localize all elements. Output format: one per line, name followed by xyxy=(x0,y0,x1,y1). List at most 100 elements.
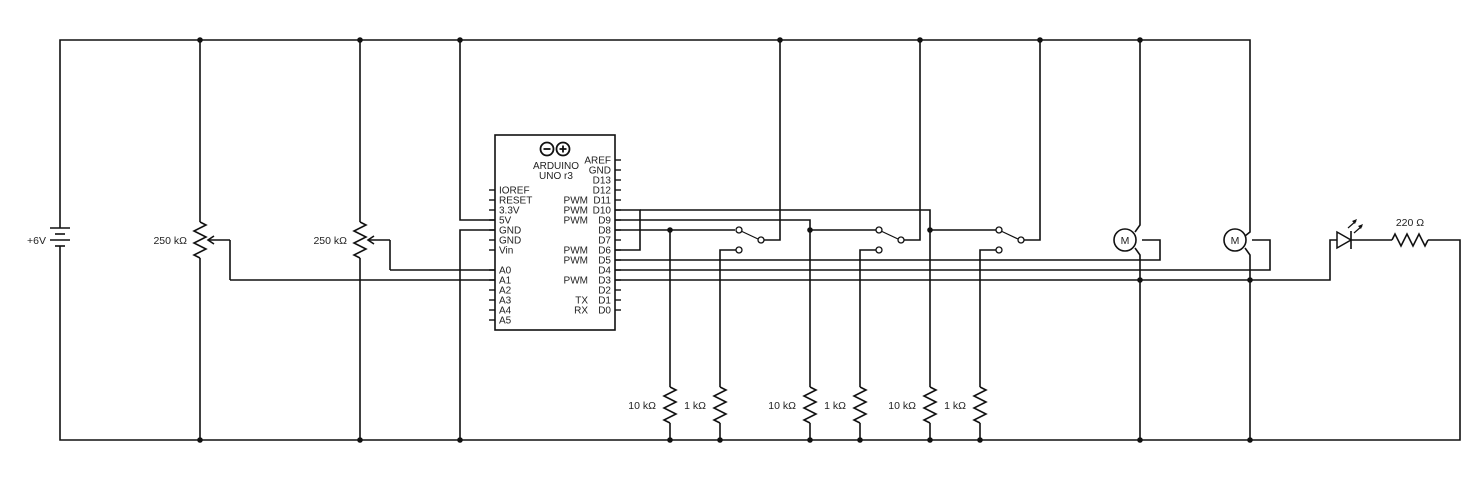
switch-3 xyxy=(930,40,1041,387)
arduino-pin-label: D10 xyxy=(593,206,612,217)
junction-dot xyxy=(357,437,363,443)
resistor: 1 kΩ xyxy=(824,386,868,440)
resistor: 10 kΩ xyxy=(768,386,818,440)
led xyxy=(1336,219,1392,250)
junction-dot xyxy=(1247,437,1253,443)
arduino-model: UNO r3 xyxy=(539,171,573,182)
arduino-pin-label: D2 xyxy=(598,286,611,297)
arduino-pin-label: D11 xyxy=(593,196,611,207)
arduino-pin-label: D3 xyxy=(598,276,611,287)
arduino-pin-function-label: PWM xyxy=(564,276,588,287)
arduino-pin-label: GND xyxy=(499,236,521,247)
arduino-pin-label: D1 xyxy=(598,296,611,307)
resistor-label: 1 kΩ xyxy=(824,400,846,412)
junction-dot xyxy=(857,437,863,443)
junction-dot xyxy=(927,437,933,443)
arduino-right-pins: AREFGNDD13D12D11PWMD10PWMD9PWMD8D7D6PWMD… xyxy=(564,156,621,317)
motor-1: M xyxy=(1113,40,1141,440)
motor-2: M xyxy=(1223,228,1251,440)
arduino-pin-label: A3 xyxy=(499,296,512,307)
resistor: 10 kΩ xyxy=(628,386,678,440)
resistor-label: 10 kΩ xyxy=(628,400,656,412)
battery-label: +6V xyxy=(27,235,46,247)
junction-dot xyxy=(1247,277,1253,283)
arduino-pin-label: D5 xyxy=(598,256,611,267)
top-power-rail xyxy=(59,39,1251,228)
arduino-pin-label: Vin xyxy=(499,246,513,257)
resistor: 10 kΩ xyxy=(888,386,938,440)
arduino-pin-label: D12 xyxy=(593,186,612,197)
arduino-pin-function-label: PWM xyxy=(564,196,588,207)
resistor: 1 kΩ xyxy=(944,386,988,440)
junction-dot xyxy=(457,437,463,443)
arduino-pin-function-label: PWM xyxy=(564,256,588,267)
arduino-pin-label: D4 xyxy=(598,266,611,277)
junction-dot xyxy=(807,227,813,233)
arduino-pin-label: AREF xyxy=(584,156,611,167)
arduino-pin-function-label: PWM xyxy=(564,206,588,217)
potentiometer-left: 250 kΩ xyxy=(153,40,495,440)
junction-dot xyxy=(977,437,983,443)
arduino-pin-function-label: RX xyxy=(574,306,588,317)
resistor-label: 10 kΩ xyxy=(768,400,796,412)
arduino-uno: ARDUINO UNO r3 IOREFRESET3.3V5VGNDGNDVin… xyxy=(489,134,621,331)
potentiometer-right: 250 kΩ xyxy=(313,40,495,440)
pulldown-resistors: 10 kΩ 1 kΩ 10 kΩ 1 kΩ 10 kΩ 1 kΩ xyxy=(628,386,988,440)
resistor-label: 1 kΩ xyxy=(684,400,706,412)
junction-dot xyxy=(777,37,783,43)
motor-1-label: M xyxy=(1121,235,1130,247)
arduino-pin-label: RESET xyxy=(499,196,532,207)
arduino-pin-label: A4 xyxy=(499,306,512,317)
battery: +6V xyxy=(27,227,70,250)
junction-dot xyxy=(457,37,463,43)
switch-1 xyxy=(719,40,781,387)
resistor-label: 10 kΩ xyxy=(888,400,916,412)
arduino-pin-label: D8 xyxy=(598,226,611,237)
arduino-pin-label: D13 xyxy=(593,176,612,187)
junction-dot xyxy=(927,227,933,233)
junction-dot xyxy=(1137,277,1143,283)
led-resistor: 220 Ω xyxy=(1391,217,1429,248)
arduino-pin-label: A0 xyxy=(499,266,512,277)
arduino-pin-label: 3.3V xyxy=(499,206,520,217)
resistor: 1 kΩ xyxy=(684,386,728,440)
switch-2 xyxy=(810,40,921,387)
junction-dot xyxy=(1037,37,1043,43)
junction-dot xyxy=(197,37,203,43)
motor-2-label: M xyxy=(1231,235,1240,247)
arduino-pin-label: D6 xyxy=(598,246,611,257)
arduino-title: ARDUINO xyxy=(533,161,579,172)
arduino-pin-label: GND xyxy=(589,166,611,177)
arduino-pin-label: A5 xyxy=(499,316,512,327)
junction-dot xyxy=(717,437,723,443)
arduino-power-wires xyxy=(459,40,495,440)
arduino-pin-label: D7 xyxy=(598,236,611,247)
bottom-ground-rail xyxy=(59,239,1461,441)
led-resistor-label: 220 Ω xyxy=(1396,217,1424,229)
junction-dot xyxy=(807,437,813,443)
arduino-pin-label: IOREF xyxy=(499,186,530,197)
junction-dots xyxy=(197,37,1253,443)
junction-dot xyxy=(197,437,203,443)
junction-dot xyxy=(667,227,673,233)
arduino-pin-function-label: PWM xyxy=(564,246,588,257)
potentiometer-left-label: 250 kΩ xyxy=(153,235,187,247)
junction-dot xyxy=(917,37,923,43)
arduino-pin-label: A2 xyxy=(499,286,512,297)
junction-dot xyxy=(1137,37,1143,43)
arduino-pin-label: D0 xyxy=(598,306,611,317)
arduino-logo-icon xyxy=(539,141,571,157)
arduino-pin-label: D9 xyxy=(598,216,611,227)
arduino-pin-function-label: PWM xyxy=(564,216,588,227)
potentiometer-right-label: 250 kΩ xyxy=(313,235,347,247)
arduino-pin-function-label: TX xyxy=(575,296,588,307)
junction-dot xyxy=(1137,437,1143,443)
junction-dot xyxy=(667,437,673,443)
arduino-pin-label: GND xyxy=(499,226,521,237)
arduino-pin-label: 5V xyxy=(499,216,512,227)
switch-network-wires xyxy=(615,209,1337,387)
resistor-label: 1 kΩ xyxy=(944,400,966,412)
arduino-pin-label: A1 xyxy=(499,276,512,287)
